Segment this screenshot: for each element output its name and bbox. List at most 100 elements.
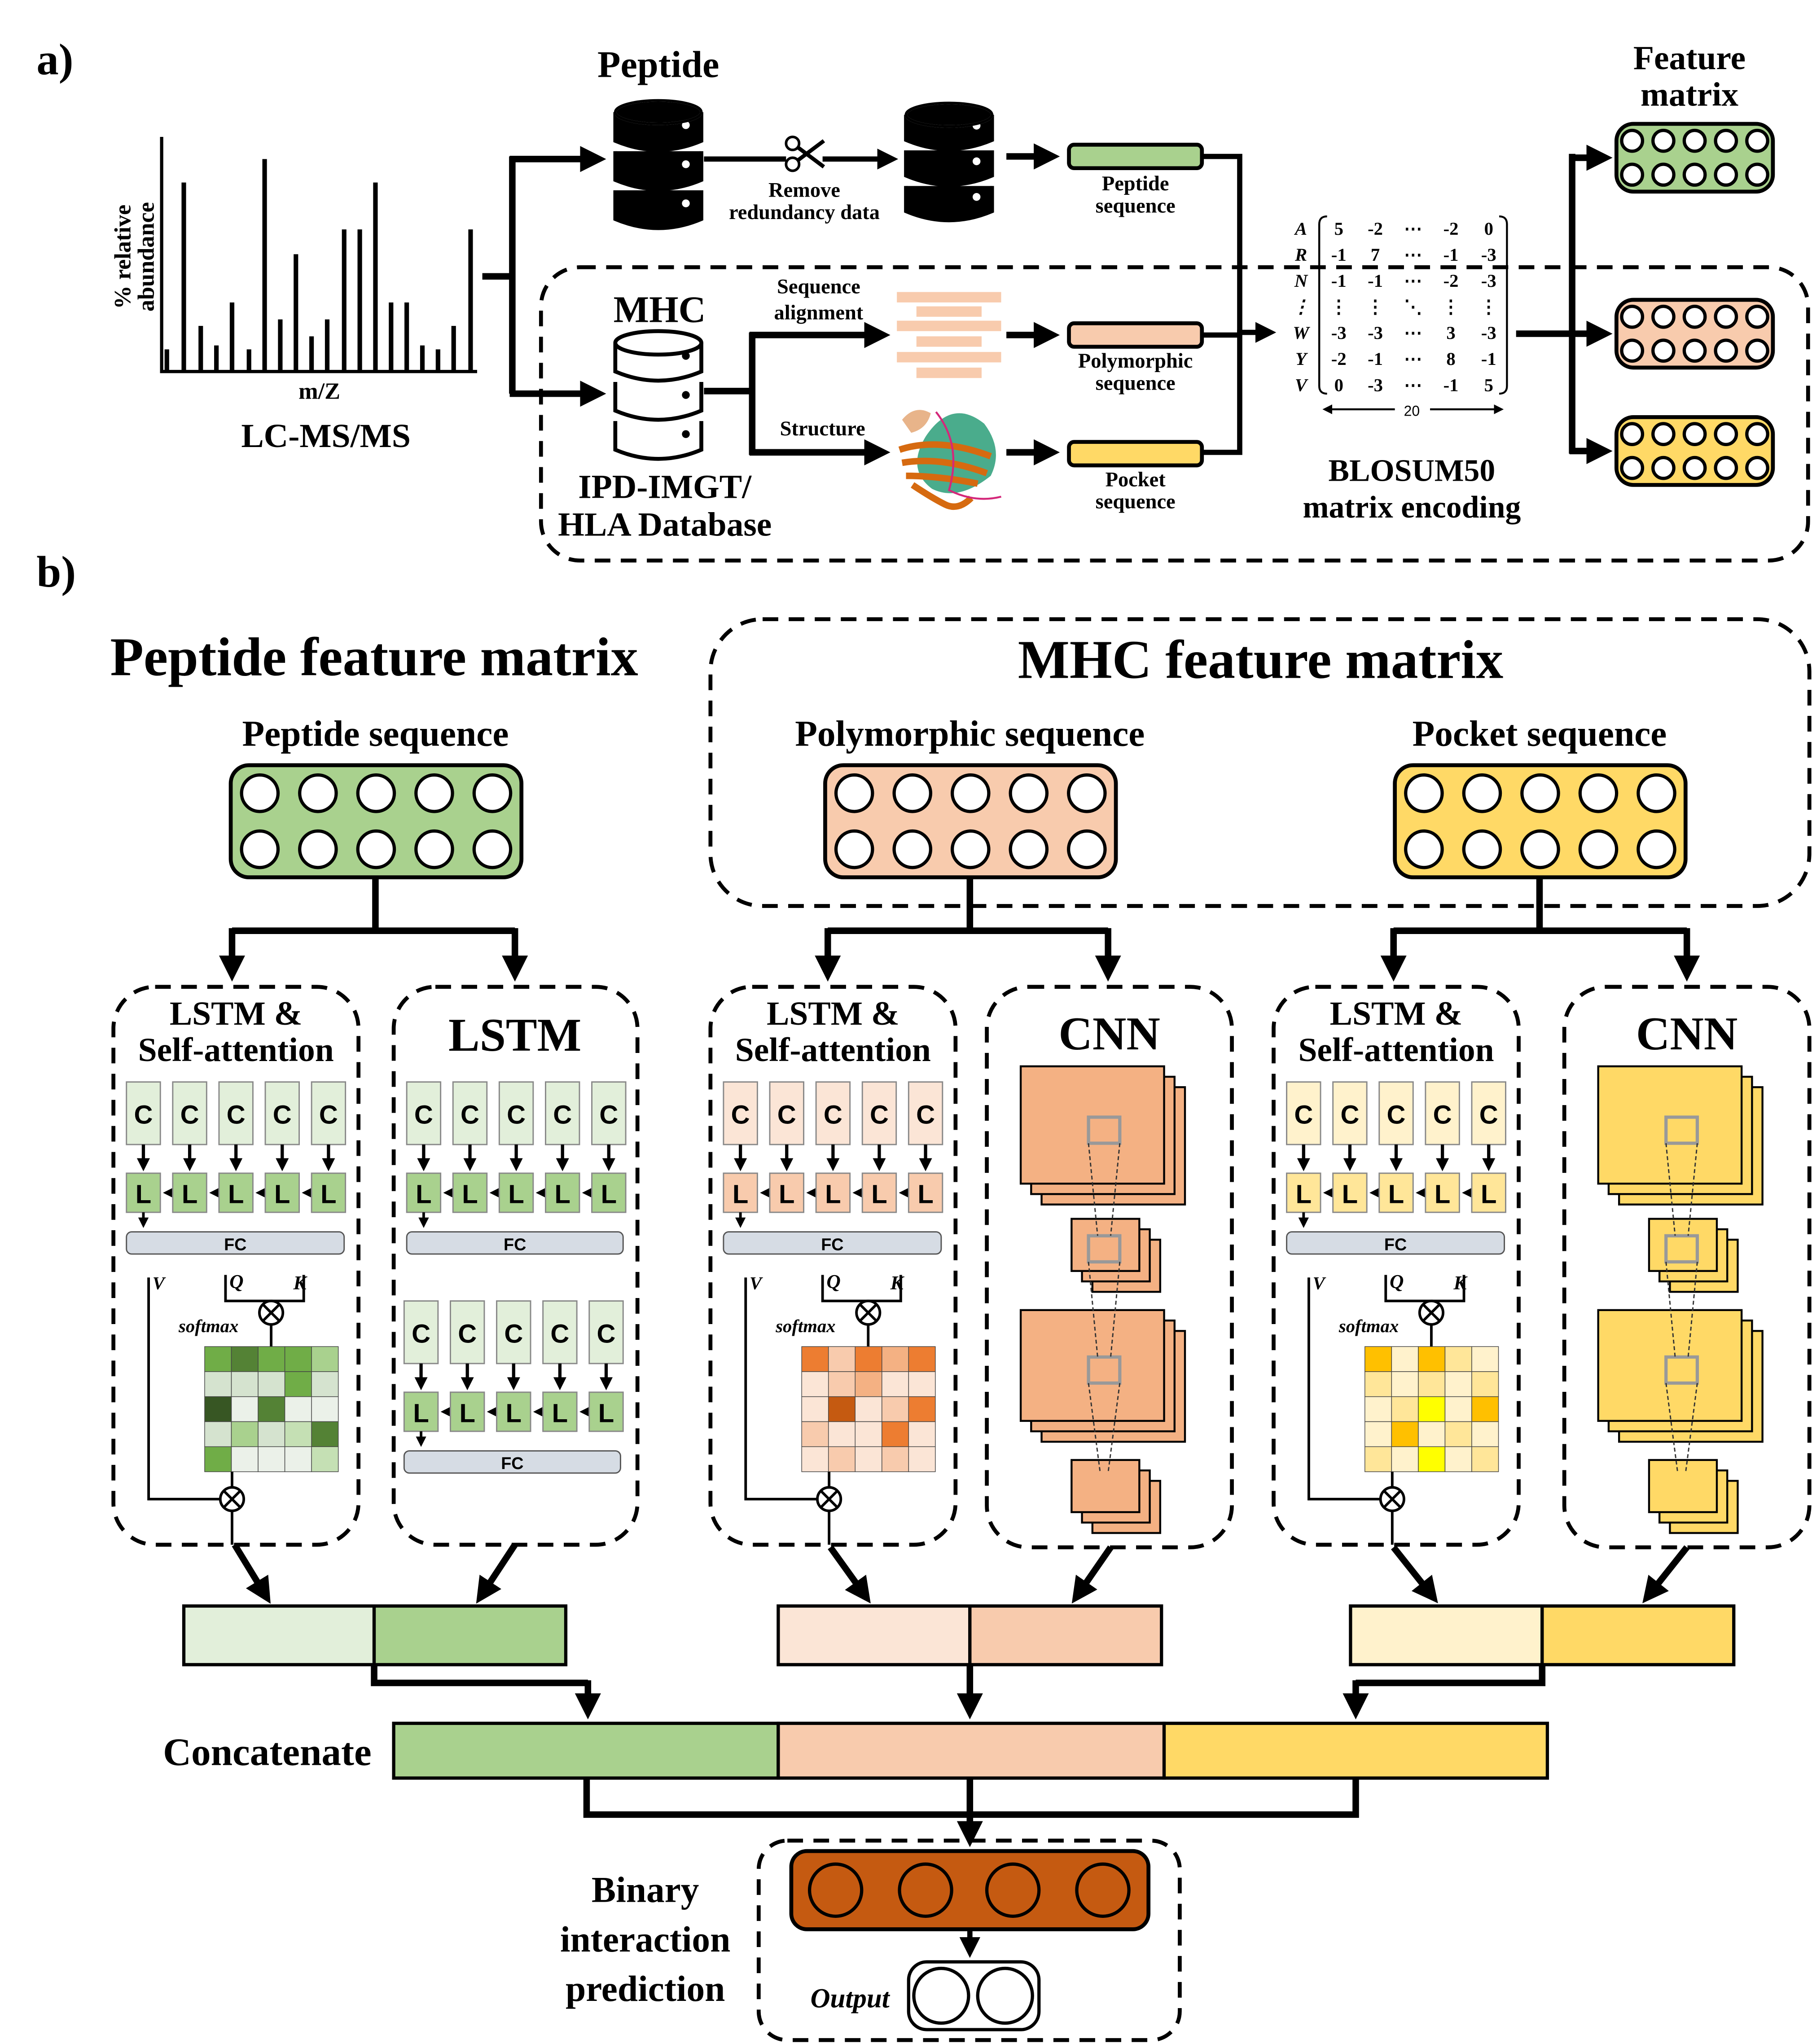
attention-weight-cell xyxy=(231,1346,259,1372)
lstm-cell xyxy=(311,1172,347,1213)
attention-weight-cell xyxy=(908,1421,936,1447)
database-dot xyxy=(682,160,690,168)
matrix-width-label: 20 xyxy=(1404,403,1420,419)
feature-node xyxy=(240,829,280,869)
lstm-cell-label: L xyxy=(320,1180,336,1209)
lstm-cell xyxy=(588,1391,624,1432)
pocket-feature-matrix xyxy=(1614,415,1775,487)
value-line xyxy=(147,1277,220,1500)
input-cell xyxy=(1425,1081,1460,1145)
feature-node xyxy=(1714,422,1738,447)
module-output-arrow xyxy=(232,1543,271,1604)
feature-node xyxy=(892,829,933,869)
lstm-cell-label: L xyxy=(554,1180,570,1209)
attention-weight-cell xyxy=(1391,1396,1419,1422)
attention-weight-cell xyxy=(855,1371,882,1397)
dense-neuron xyxy=(807,1862,864,1918)
module-border xyxy=(391,985,640,1547)
input-cell xyxy=(311,1081,347,1145)
attention-weight-cell xyxy=(1444,1371,1472,1397)
feature-node xyxy=(1745,162,1769,187)
lstm-cell xyxy=(1378,1172,1414,1213)
attention-weight-cell xyxy=(311,1371,339,1397)
q-label: Q xyxy=(1390,1271,1404,1292)
pool-feature-map xyxy=(1071,1459,1141,1513)
attention-weight-cell xyxy=(231,1396,259,1422)
conv-feature-map xyxy=(1019,1065,1165,1185)
module-title-2: Self-attention xyxy=(1298,1031,1494,1069)
spectrum-xlabel: m/Z xyxy=(298,378,340,404)
remove-label-2: redundancy data xyxy=(729,201,880,224)
matrix-cell: 3 xyxy=(1446,323,1455,343)
value-line xyxy=(1307,1277,1381,1500)
pocket-label-1: Pocket xyxy=(1106,468,1166,491)
database-dot xyxy=(682,391,690,399)
attention-weight-cell xyxy=(258,1371,285,1397)
feature-node xyxy=(1682,304,1707,329)
database-segment xyxy=(613,421,703,461)
matrix-row-label: N xyxy=(1294,271,1308,291)
matrix-cell: 0 xyxy=(1334,375,1343,395)
feature-node xyxy=(1745,128,1769,153)
fc-label: FC xyxy=(224,1235,246,1254)
kernel-window xyxy=(1664,1234,1699,1264)
poly-label-1: Polymorphic xyxy=(1078,350,1193,373)
feature-node xyxy=(1520,829,1560,869)
lstm-cell xyxy=(126,1172,161,1213)
polymorphic-feature-matrix xyxy=(1614,298,1775,370)
blosum-label-1: BLOSUM50 xyxy=(1329,454,1496,488)
output-neuron xyxy=(912,1966,970,2025)
matrix-cell: ⋮ xyxy=(1329,297,1348,317)
alignment-bar xyxy=(897,352,1001,363)
matrix-cell: -3 xyxy=(1331,323,1347,343)
input-cell-label: C xyxy=(414,1101,433,1130)
matrix-cell: ⋯ xyxy=(1404,245,1422,265)
dense-neuron xyxy=(898,1862,953,1918)
module-output-arrow xyxy=(1391,1545,1438,1604)
feature-node xyxy=(892,773,933,813)
matrix-cell: 7 xyxy=(1371,245,1380,265)
branch-line xyxy=(828,877,1108,934)
lcms-title: LC-MS/MS xyxy=(241,417,411,455)
input-cell-label: C xyxy=(777,1101,796,1130)
matrix-cell: ⋯ xyxy=(1404,349,1422,369)
peptide-sequence-bar xyxy=(1067,143,1204,171)
attention-weight-cell xyxy=(1391,1371,1419,1397)
input-cell-label: C xyxy=(1479,1101,1498,1130)
lstm-cell xyxy=(861,1172,897,1213)
dense-neuron xyxy=(1075,1862,1131,1918)
output-label: Output xyxy=(810,1984,890,2014)
feature-node xyxy=(414,829,454,869)
lstm-cell xyxy=(1332,1172,1368,1213)
pool-feature-map xyxy=(1071,1218,1141,1272)
lstm-cell-label: L xyxy=(274,1180,290,1209)
scissors-icon xyxy=(785,136,825,172)
peptide-seq-label-2: sequence xyxy=(1096,194,1176,217)
attention-weight-cell xyxy=(1418,1371,1446,1397)
attention-weight-cell xyxy=(1418,1421,1446,1447)
database-dot xyxy=(682,121,690,129)
input-cell-label: C xyxy=(1294,1101,1313,1130)
lstm-cell-label: L xyxy=(733,1180,748,1209)
database-dot xyxy=(682,430,690,438)
feature-node xyxy=(240,773,280,813)
database-dot xyxy=(972,157,981,166)
lstm-cell xyxy=(591,1172,627,1213)
feature-node xyxy=(1682,338,1707,363)
attention-weight-cell xyxy=(1364,1421,1392,1447)
polymorphic-cnn-embedding xyxy=(968,1604,1163,1667)
feature-label-1: Feature xyxy=(1633,39,1746,77)
softmax-label: softmax xyxy=(178,1316,238,1336)
input-cell-label: C xyxy=(273,1101,292,1130)
feature-matrices xyxy=(1614,122,1775,487)
dense-neuron xyxy=(985,1862,1041,1918)
value-line xyxy=(744,1277,818,1500)
input-cell-label: C xyxy=(1340,1101,1359,1130)
pool-feature-map xyxy=(1648,1459,1718,1513)
input-cell-label: C xyxy=(134,1101,153,1130)
feature-node xyxy=(950,829,991,869)
module-title-1: LSTM & xyxy=(1330,995,1463,1032)
lstm-cell xyxy=(908,1172,943,1213)
matrix-cell: ⋯ xyxy=(1404,323,1422,343)
module-title: CNN xyxy=(1058,1008,1160,1060)
